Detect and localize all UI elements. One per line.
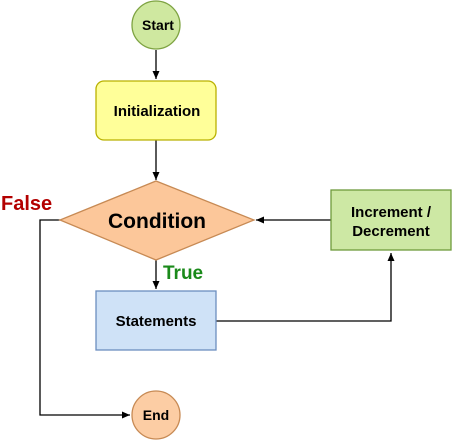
start-node: Start	[131, 0, 181, 50]
false-label: False	[1, 193, 52, 215]
increment-box	[330, 189, 452, 251]
condition-node: Condition	[58, 180, 256, 261]
end-node: End	[131, 390, 181, 440]
condition-label: Condition	[108, 210, 206, 233]
statements-box	[95, 290, 217, 351]
increment-node: Increment / Decrement	[330, 189, 452, 251]
start-label: Start	[142, 17, 174, 33]
edge-statements-to-increment	[216, 253, 395, 322]
statements-label: Statements	[116, 313, 197, 330]
end-circle	[131, 390, 181, 440]
edges	[39, 50, 395, 419]
initialization-node: Initialization	[95, 80, 217, 141]
increment-label-line2: Decrement	[352, 223, 430, 240]
end-label: End	[143, 407, 169, 423]
edge-condition-false-to-end	[39, 219, 130, 419]
start-circle	[131, 0, 181, 50]
initialization-label: Initialization	[114, 103, 201, 120]
true-label: True	[163, 263, 203, 284]
initialization-box	[95, 80, 217, 141]
statements-node: Statements	[95, 290, 217, 351]
increment-label-line1: Increment /	[351, 204, 432, 221]
condition-diamond	[58, 180, 256, 261]
